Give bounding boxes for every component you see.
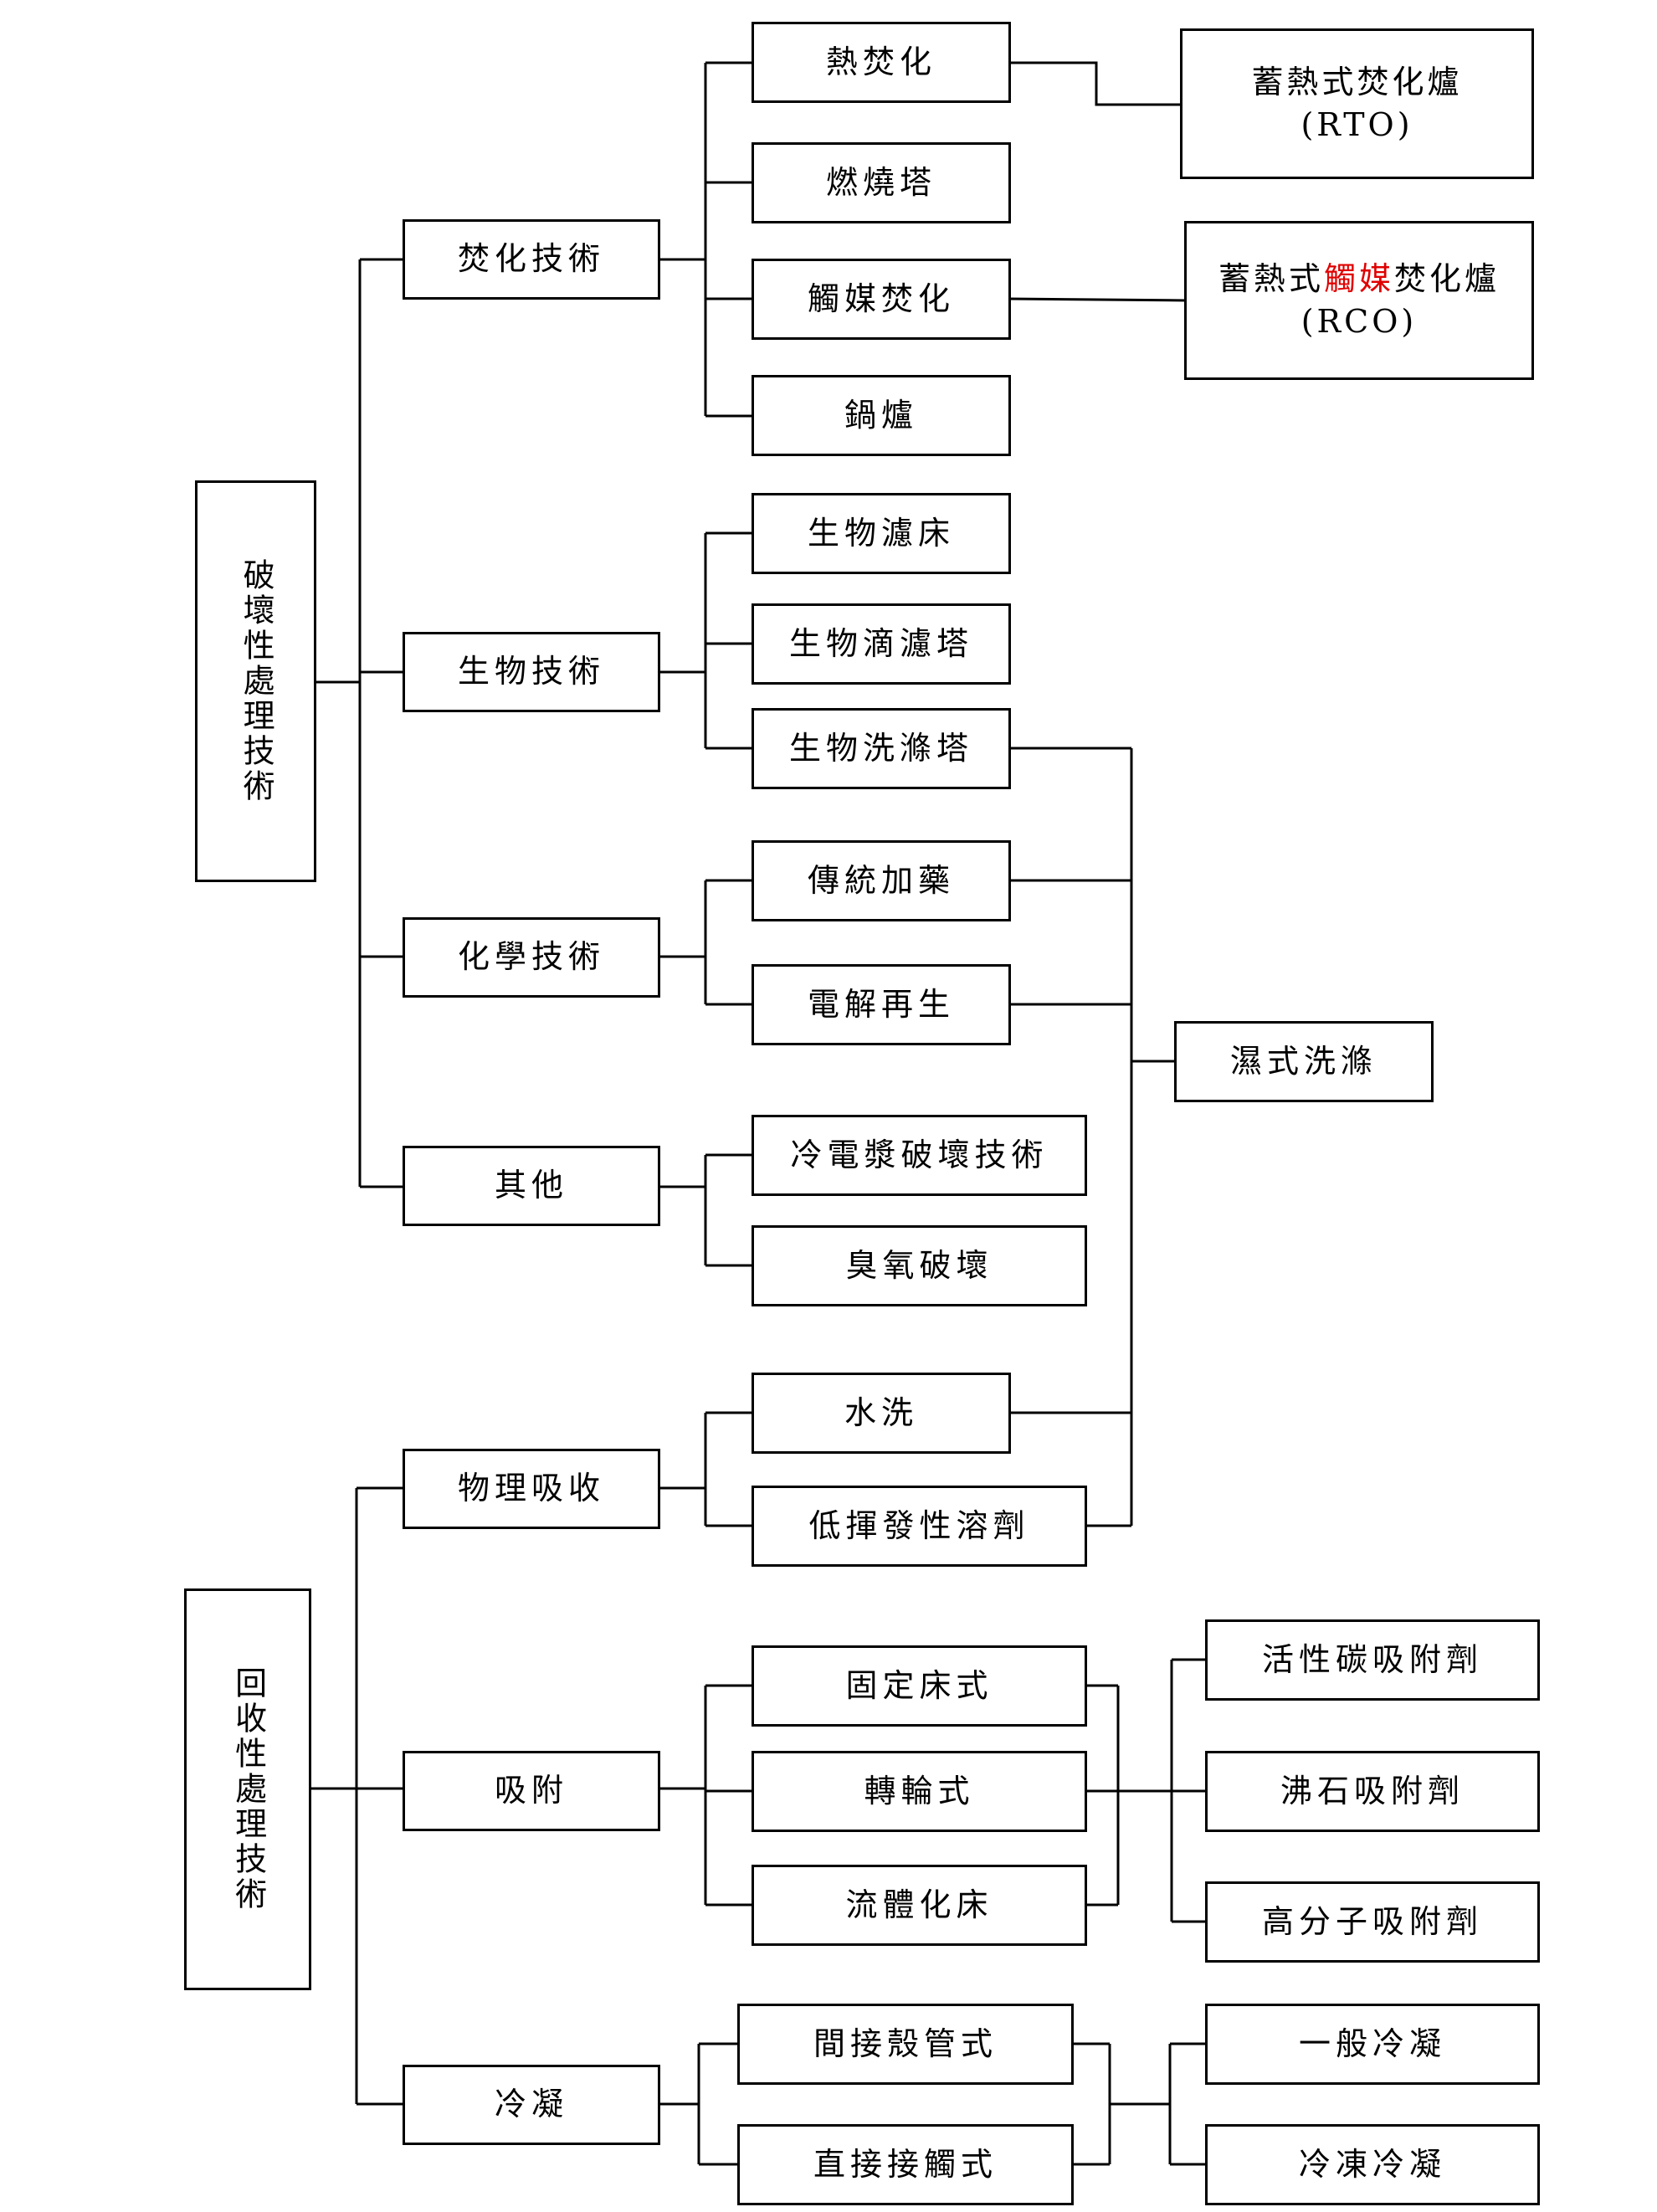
outcome-zeolite: 沸石吸附劑 (1205, 1751, 1540, 1832)
method-cold-plasma: 冷電漿破壞技術 (752, 1115, 1087, 1196)
category-chemical-label: 化學技術 (457, 938, 605, 976)
outcome-refrigerated-condensation: 冷凍冷凝 (1205, 2124, 1540, 2205)
outcome-polymer-adsorbent-label: 高分子吸附劑 (1261, 1902, 1483, 1940)
method-thermal-incineration-label: 熱焚化 (825, 43, 936, 80)
method-indirect-shell-tube-label: 間接殼管式 (813, 2025, 998, 2062)
method-water-wash-label: 水洗 (844, 1393, 918, 1431)
outcome-refrigerated-condensation-label: 冷凍冷凝 (1298, 2145, 1446, 2183)
category-other: 其他 (403, 1146, 660, 1226)
method-traditional-dosing: 傳統加藥 (752, 840, 1011, 921)
method-bioscrubber-label: 生物洗滌塔 (788, 729, 973, 767)
outcome-wet-scrubbing: 濕式洗滌 (1174, 1021, 1434, 1102)
method-rotary-wheel: 轉輪式 (752, 1751, 1087, 1832)
category-biological-label: 生物技術 (457, 653, 605, 690)
category-incineration: 焚化技術 (403, 219, 660, 300)
outcome-rco-line1: 蓄熱式觸媒焚化爐 (1218, 258, 1500, 300)
category-other-label: 其他 (494, 1167, 568, 1204)
category-adsorption-label: 吸附 (494, 1772, 568, 1809)
method-catalytic-incineration: 觸媒焚化 (752, 259, 1011, 340)
method-direct-contact-label: 直接接觸式 (813, 2145, 998, 2183)
outcome-rco-prefix: 蓄熱式 (1218, 259, 1324, 297)
method-low-volatility-solvent: 低揮發性溶劑 (752, 1486, 1087, 1567)
root-recovery-treatment: 回收性處理技術 (184, 1588, 311, 1990)
category-adsorption: 吸附 (403, 1751, 660, 1831)
method-fixed-bed-label: 固定床式 (845, 1666, 993, 1704)
category-physical-absorption-label: 物理吸收 (457, 1470, 605, 1507)
root-destructive-label: 破壞性處理技術 (238, 558, 275, 804)
method-cold-plasma-label: 冷電漿破壞技術 (790, 1136, 1049, 1173)
category-biological: 生物技術 (403, 632, 660, 712)
outcome-rto-line2: (RTO) (1300, 106, 1413, 143)
method-thermal-incineration: 熱焚化 (752, 22, 1011, 103)
method-indirect-shell-tube: 間接殼管式 (737, 2004, 1074, 2085)
method-rotary-wheel-label: 轉輪式 (864, 1772, 975, 1809)
outcome-activated-carbon-label: 活性碳吸附劑 (1261, 1640, 1483, 1678)
outcome-rco-highlight: 觸媒 (1323, 259, 1394, 297)
outcome-rto-line1: 蓄熱式焚化爐 (1251, 63, 1463, 100)
method-water-wash: 水洗 (752, 1373, 1011, 1454)
method-biotrickling-filter-label: 生物滴濾塔 (788, 624, 973, 662)
category-physical-absorption: 物理吸收 (403, 1449, 660, 1529)
outcome-general-condensation: 一般冷凝 (1205, 2004, 1540, 2085)
outcome-rco: 蓄熱式觸媒焚化爐 (RCO) (1184, 221, 1534, 380)
outcome-rto: 蓄熱式焚化爐 (RTO) (1180, 28, 1534, 179)
method-boiler: 鍋爐 (752, 375, 1011, 456)
root-destructive-treatment: 破壞性處理技術 (195, 480, 316, 882)
outcome-wet-scrubbing-label: 濕式洗滌 (1229, 1042, 1377, 1080)
category-chemical: 化學技術 (403, 917, 660, 998)
method-electrolytic-regeneration-label: 電解再生 (807, 985, 955, 1023)
method-bioscrubber: 生物洗滌塔 (752, 708, 1011, 789)
root-recovery-label: 回收性處理技術 (229, 1666, 267, 1912)
outcome-zeolite-label: 沸石吸附劑 (1280, 1772, 1465, 1809)
method-electrolytic-regeneration: 電解再生 (752, 964, 1011, 1045)
outcome-rco-suffix: 焚化爐 (1394, 259, 1501, 297)
category-condensation-label: 冷凝 (494, 2086, 568, 2123)
method-low-volatility-solvent-label: 低揮發性溶劑 (808, 1506, 1030, 1544)
method-fixed-bed: 固定床式 (752, 1645, 1087, 1727)
category-condensation: 冷凝 (403, 2065, 660, 2145)
method-boiler-label: 鍋爐 (844, 396, 918, 434)
method-biotrickling-filter: 生物滴濾塔 (752, 603, 1011, 685)
method-direct-contact: 直接接觸式 (737, 2124, 1074, 2205)
outcome-polymer-adsorbent: 高分子吸附劑 (1205, 1881, 1540, 1963)
method-catalytic-incineration-label: 觸媒焚化 (807, 280, 955, 317)
outcome-rco-line2: (RCO) (1300, 303, 1418, 340)
method-fluidized-bed-label: 流體化床 (845, 1886, 993, 1923)
outcome-general-condensation-label: 一般冷凝 (1298, 2025, 1446, 2062)
method-biofilter: 生物濾床 (752, 493, 1011, 574)
method-ozone-label: 臭氧破壞 (845, 1246, 993, 1284)
outcome-activated-carbon: 活性碳吸附劑 (1205, 1619, 1540, 1701)
method-biofilter-label: 生物濾床 (807, 514, 955, 552)
method-ozone: 臭氧破壞 (752, 1225, 1087, 1306)
category-incineration-label: 焚化技術 (457, 240, 605, 278)
method-combustion-tower-label: 燃燒塔 (825, 163, 936, 201)
method-combustion-tower: 燃燒塔 (752, 142, 1011, 223)
method-fluidized-bed: 流體化床 (752, 1865, 1087, 1946)
method-traditional-dosing-label: 傳統加藥 (807, 861, 955, 899)
